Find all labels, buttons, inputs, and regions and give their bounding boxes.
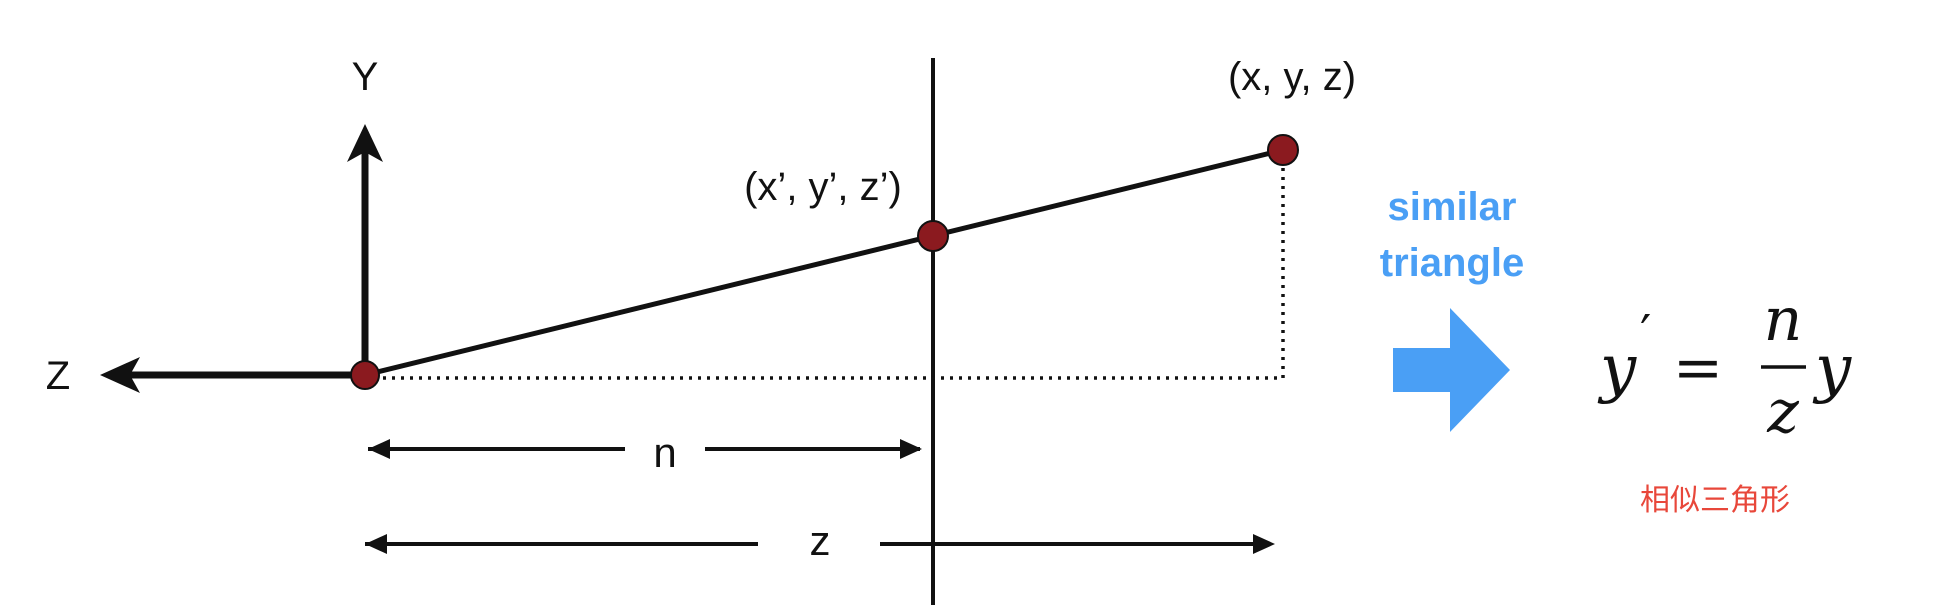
z-axis — [100, 357, 365, 393]
near-point-label: (x’, y’, z’) — [744, 165, 902, 209]
dimension-n — [368, 439, 922, 459]
callout-line-2: triangle — [1380, 241, 1524, 285]
formula-denominator: z — [1766, 377, 1799, 447]
near-point — [917, 220, 949, 252]
caption-similar-triangles: 相似三角形 — [1640, 483, 1790, 518]
far-point — [1267, 134, 1299, 166]
dimension-z-label: z — [810, 517, 831, 564]
formula-rhs: y — [1812, 332, 1852, 406]
y-axis — [347, 124, 383, 375]
origin-point — [350, 360, 380, 390]
formula-prime: ′ — [1640, 304, 1651, 362]
projection-ray — [364, 147, 1284, 378]
formula-lhs: y — [1597, 332, 1637, 406]
z-axis-label: Z — [46, 354, 70, 398]
formula-numerator: n — [1764, 285, 1803, 355]
right-arrow-icon — [1393, 308, 1510, 432]
callout-line-1: similar — [1388, 185, 1517, 229]
y-axis-label: Y — [352, 55, 379, 99]
far-point-label: (x, y, z) — [1228, 55, 1356, 99]
formula: y ′ = n z y — [1597, 285, 1852, 447]
z-axis-arrowhead — [100, 357, 140, 393]
formula-equals: = — [1673, 333, 1723, 403]
dimension-n-label: n — [653, 429, 676, 476]
y-axis-arrowhead — [347, 124, 383, 162]
dimension-z — [365, 534, 1275, 554]
